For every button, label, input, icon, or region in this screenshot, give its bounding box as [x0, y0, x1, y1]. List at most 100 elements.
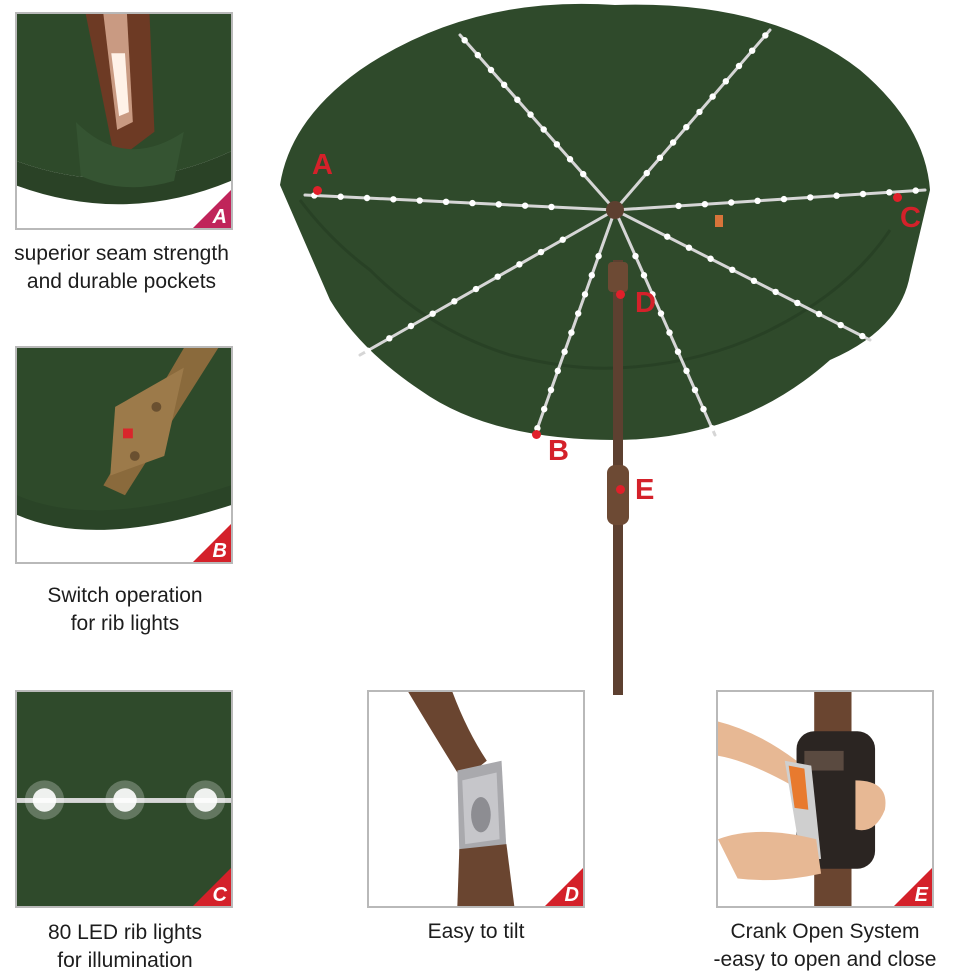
- marker-dot-d: [616, 290, 625, 299]
- marker-dot-a: [313, 186, 322, 195]
- led-dot: [390, 196, 397, 203]
- led-dot: [728, 199, 735, 206]
- led-dot: [735, 62, 743, 70]
- led-dot: [640, 272, 648, 279]
- detail-panel-e: E: [716, 690, 934, 908]
- marker-label-e: E: [635, 474, 655, 506]
- marker-label-a: A: [312, 149, 333, 181]
- led-dot: [754, 197, 761, 204]
- led-dot: [707, 255, 714, 262]
- led-dot: [469, 199, 476, 207]
- led-dot: [537, 248, 545, 256]
- led-dot: [547, 386, 555, 394]
- led-dot: [487, 66, 495, 74]
- seam-pocket-image: [17, 14, 231, 228]
- marker-dot-c: [893, 193, 902, 202]
- led-dot: [474, 51, 482, 59]
- led-dot: [649, 291, 656, 298]
- corner-letter-b: B: [212, 540, 227, 562]
- led-dot: [780, 195, 788, 203]
- led-dot: [461, 37, 468, 44]
- led-dot: [566, 156, 574, 163]
- detail-panel-d: D: [367, 690, 585, 908]
- led-dot: [500, 81, 508, 89]
- led-dot: [540, 126, 547, 133]
- led-dot: [837, 321, 844, 329]
- led-strip-image: [17, 692, 231, 906]
- led-dot: [750, 277, 758, 285]
- led-dot: [886, 189, 893, 196]
- led-dot: [581, 291, 589, 298]
- corner-letter-d: D: [564, 884, 579, 906]
- led-dot: [559, 236, 566, 243]
- led-dot: [748, 47, 756, 54]
- led-dot: [451, 298, 458, 305]
- led-dot: [364, 347, 371, 354]
- led-dot: [657, 310, 665, 317]
- caption-c: 80 LED rib lights for illumination: [47, 921, 203, 972]
- led-dot: [521, 202, 529, 209]
- led-dot: [495, 201, 502, 208]
- led-dot: [588, 272, 595, 279]
- led-dot: [656, 154, 664, 161]
- led-dot: [407, 322, 415, 330]
- detail-panel-a: A: [15, 12, 233, 230]
- caption-b: Switch operation for rib lights: [47, 584, 203, 635]
- corner-badge-e: [894, 868, 932, 906]
- led-dot: [561, 348, 568, 355]
- led-dot: [722, 78, 730, 85]
- led-dot: [632, 252, 639, 260]
- led-dot: [696, 108, 703, 116]
- led-dot: [859, 332, 866, 340]
- led-dot: [772, 288, 779, 296]
- corner-letter-c: C: [212, 884, 227, 906]
- caption-e: Crank Open System -easy to open and clos…: [713, 920, 937, 971]
- corner-badge-d: [545, 868, 583, 906]
- led-dot: [386, 335, 393, 342]
- led-dot: [516, 261, 523, 268]
- corner-badge-b: [193, 524, 231, 562]
- led-dot: [859, 190, 867, 198]
- led-dot: [669, 139, 677, 146]
- led-dot: [674, 348, 682, 355]
- corner-letter-e: E: [914, 884, 928, 906]
- caption-d: Easy to tilt: [427, 920, 525, 943]
- led-dot: [442, 198, 450, 206]
- detail-panel-b: B: [15, 346, 233, 564]
- corner-badge-c: [193, 868, 231, 906]
- led-dot: [363, 194, 371, 202]
- led-dot: [580, 170, 587, 178]
- led-dot: [683, 124, 690, 131]
- marker-dot-e: [616, 485, 625, 494]
- led-dot: [666, 329, 673, 336]
- led-dot: [833, 192, 840, 199]
- led-dot: [554, 367, 561, 375]
- led-dot: [527, 111, 534, 118]
- led-dot: [553, 141, 561, 148]
- led-dot: [472, 285, 480, 293]
- led-dot: [337, 193, 344, 200]
- led-dot: [664, 233, 671, 240]
- led-dot: [548, 203, 555, 211]
- marker-label-d: D: [635, 287, 656, 319]
- marker-dot-b: [532, 430, 541, 439]
- led-dot: [700, 405, 707, 413]
- led-dot: [675, 202, 682, 210]
- led-dot: [729, 266, 736, 273]
- led-dot: [701, 201, 709, 208]
- led-dot: [416, 197, 423, 204]
- led-dot: [708, 425, 716, 432]
- detail-panel-c: C: [15, 690, 233, 908]
- led-dot: [794, 299, 801, 307]
- led-dot: [643, 169, 650, 177]
- led-dot: [683, 367, 690, 375]
- led-dot: [494, 273, 501, 280]
- led-dot: [595, 252, 602, 260]
- led-dot: [807, 194, 814, 201]
- led-dot: [514, 96, 521, 103]
- led-dot: [691, 386, 699, 394]
- led-dot: [815, 310, 823, 318]
- caption-a: superior seam strength and durable pocke…: [14, 242, 229, 293]
- corner-badge-a: [193, 190, 231, 228]
- led-dot: [568, 329, 575, 336]
